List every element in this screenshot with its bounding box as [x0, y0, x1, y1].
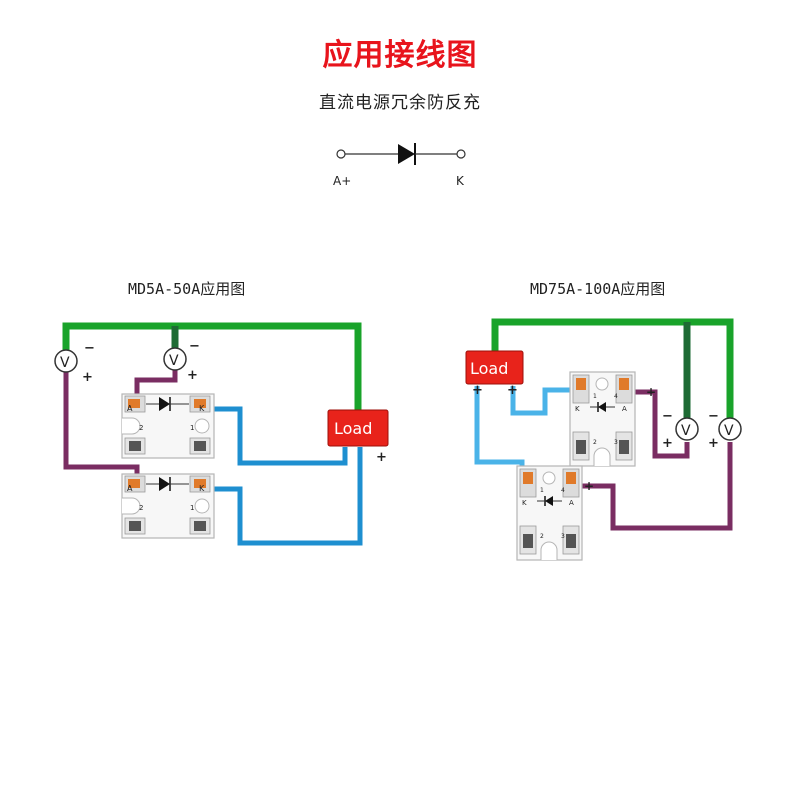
- cathode-label: K: [456, 174, 465, 188]
- module-right-lower-pin-2: 2: [540, 533, 544, 540]
- module-right-lower-cathode: K: [522, 499, 527, 507]
- page-title: 应用接线图: [322, 38, 478, 73]
- module-right-upper-plus: +: [646, 385, 656, 399]
- voltmeter-left-2-plus: +: [187, 368, 198, 383]
- voltmeter-right-2-label: V: [724, 423, 734, 439]
- module-right-lower-plus: +: [584, 479, 594, 493]
- diode-module-right-upper: [569, 371, 636, 467]
- cathode-terminal: [456, 149, 466, 159]
- module-lower-pin-1: 2: [139, 504, 143, 512]
- module-right-upper-cathode: K: [575, 405, 580, 413]
- right-caption: MD75A-100A应用图: [530, 280, 666, 298]
- voltmeter-left-2-minus: −: [189, 339, 200, 354]
- module-lower-anode: A: [127, 484, 133, 493]
- voltmeter-left-2-label: V: [169, 353, 179, 369]
- blue-wire-upper: [200, 406, 348, 466]
- diode-module-right-lower: [516, 465, 583, 561]
- module-right-upper-pin-2: 2: [593, 439, 597, 446]
- right-wiring-diagram: K A 1 4 2 3 K A 1 4 2 3 V − + V − + Load…: [465, 318, 742, 561]
- module-upper-pin-1: 2: [139, 424, 143, 432]
- page-subtitle: 直流电源冗余防反充: [319, 93, 481, 113]
- voltmeter-left-1-plus: +: [82, 370, 93, 385]
- green-bus-wire-right: [491, 318, 734, 418]
- module-upper-cathode: K: [199, 404, 205, 413]
- purple-wire-right-upper: [628, 389, 690, 459]
- voltmeter-right-2-plus: +: [708, 436, 719, 451]
- load-label-right: Load: [470, 359, 508, 378]
- module-right-lower-anode: A: [569, 499, 574, 507]
- module-lower-pin-2: 1: [190, 504, 194, 512]
- load-right-plus-2: +: [507, 383, 518, 398]
- purple-wire-right-lower: [575, 442, 733, 531]
- load-box-left: [327, 409, 389, 447]
- module-upper-pin-2: 1: [190, 424, 194, 432]
- module-right-upper-pin-1: 1: [593, 393, 597, 400]
- module-right-upper-anode: A: [622, 405, 627, 413]
- green-bus-wire: [62, 322, 362, 413]
- voltmeter-left-1-minus: −: [84, 341, 95, 356]
- diode-symbol: A+ K: [333, 143, 466, 188]
- voltmeter-left-1-label: V: [60, 355, 70, 371]
- module-lower-cathode: K: [199, 484, 205, 493]
- voltmeter-right-1-minus: −: [662, 409, 673, 424]
- purple-wire-upper: [134, 370, 178, 401]
- left-caption: MD5A-50A应用图: [128, 280, 246, 298]
- module-right-lower-pin-3: 3: [561, 533, 565, 540]
- anode-label: A+: [333, 174, 351, 188]
- blue-wire-lower: [200, 447, 363, 546]
- diode-triangle: [398, 144, 415, 164]
- voltmeter-right-1-plus: +: [662, 436, 673, 451]
- voltmeter-right-2-minus: −: [708, 409, 719, 424]
- load-label-left: Load: [334, 419, 372, 438]
- voltmeter-right-1-label: V: [681, 423, 691, 439]
- module-right-upper-pin-4: 4: [614, 393, 618, 400]
- load-left-plus: +: [376, 450, 387, 465]
- module-right-lower-pin-4: 4: [561, 487, 565, 494]
- load-box-right: [465, 350, 524, 385]
- module-upper-anode: A: [127, 404, 133, 413]
- left-wiring-diagram: A K 2 1 A K 2 1 V − + V − + Load +: [54, 322, 389, 546]
- module-right-lower-pin-1: 1: [540, 487, 544, 494]
- load-right-plus-1: +: [472, 383, 483, 398]
- module-right-upper-pin-3: 3: [614, 439, 618, 446]
